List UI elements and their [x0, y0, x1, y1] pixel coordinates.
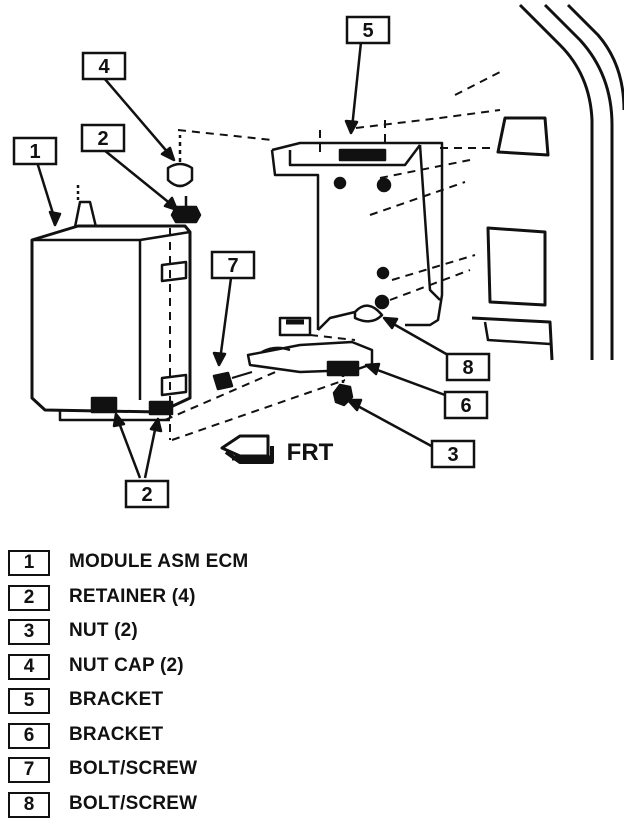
callout-box-3: [430, 439, 476, 469]
legend-number: 5: [8, 688, 50, 714]
callout-label-5: 5: [362, 20, 373, 42]
callout-box-7: [210, 250, 256, 280]
bracket-lower: [246, 316, 374, 377]
legend-number: 4: [8, 653, 50, 680]
legend-number: 2: [8, 584, 50, 611]
callout-label-3: 3: [447, 444, 458, 466]
legend-row: 3 NUT (2): [6, 619, 606, 654]
front-arrow-icon: [220, 434, 274, 464]
callout-labels: 1 2 4 5 7 8 6 3 2 FRT: [29, 20, 473, 506]
legend-label: RETAINER (4): [69, 585, 196, 607]
legend-label: NUT CAP (2): [69, 654, 184, 676]
callout-label-2-top: 2: [97, 128, 108, 150]
legend-number: 1: [8, 550, 50, 576]
legend-row: 7 BOLT/SCREW: [6, 757, 606, 792]
legend-row: 1 MODULE ASM ECM: [6, 550, 606, 585]
callout-label-6: 6: [460, 395, 471, 417]
legend-row: 6 BRACKET: [6, 722, 606, 758]
legend-label: BRACKET: [69, 723, 164, 745]
bolt-screw: [212, 371, 253, 391]
parts-legend: 1 MODULE ASM ECM 2 RETAINER (4) 3 NUT (2…: [6, 550, 606, 826]
callout-box-2-top: [80, 123, 126, 153]
legend-row: 4 NUT CAP (2): [6, 653, 606, 689]
callout-label-4: 4: [98, 56, 110, 78]
callouts: [12, 15, 491, 509]
exploded-view-diagram: 1 2 4 5 7 8 6 3 2 FRT: [12, 3, 624, 509]
bracket-upper: [270, 141, 444, 331]
legend-label: BRACKET: [69, 689, 164, 710]
ecm-module: [30, 182, 192, 422]
front-label: FRT: [287, 439, 334, 466]
legend-label: NUT (2): [69, 620, 138, 641]
legend-label: BOLT/SCREW: [69, 792, 198, 814]
callout-box-1: [12, 136, 58, 166]
callout-box-4: [81, 51, 127, 81]
legend-row: 2 RETAINER (4): [6, 584, 606, 620]
legend-number: 6: [8, 722, 50, 749]
callout-box-2-bottom: [124, 479, 170, 509]
nut-cap: [166, 135, 194, 188]
callout-label-8: 8: [462, 357, 473, 379]
callout-box-8: [445, 352, 491, 382]
assembly-lines: [164, 71, 501, 441]
callout-label-2-bottom: 2: [141, 484, 152, 506]
legend-row: 5 BRACKET: [6, 688, 606, 723]
legend-number: 8: [8, 791, 50, 818]
legend-row: 8 BOLT/SCREW: [6, 791, 606, 827]
callout-box-6: [443, 390, 489, 420]
vehicle-pillar: [471, 3, 624, 361]
callout-box-5: [345, 15, 391, 45]
legend-label: MODULE ASM ECM: [69, 551, 249, 572]
legend-label: BOLT/SCREW: [69, 758, 198, 779]
leader-lines: [35, 41, 449, 479]
callout-label-7: 7: [227, 255, 238, 277]
legend-number: 3: [8, 619, 50, 645]
legend-number: 7: [8, 757, 50, 783]
callout-label-1: 1: [29, 141, 40, 163]
